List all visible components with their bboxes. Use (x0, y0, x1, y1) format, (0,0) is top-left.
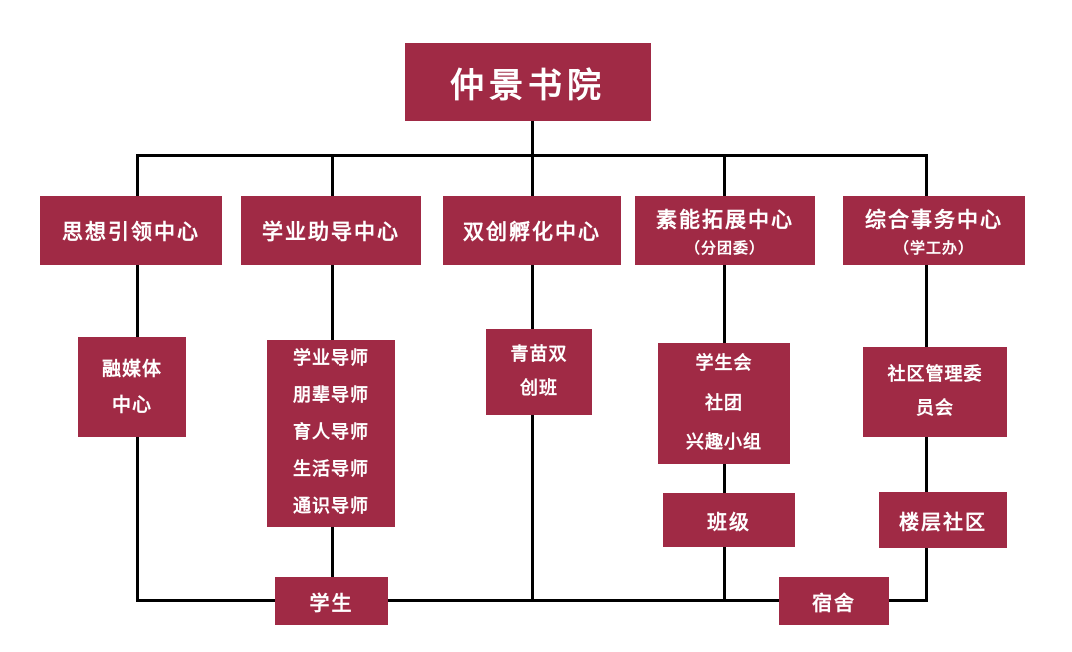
node-dormitory-label: 宿舍 (812, 590, 856, 615)
connector-unit2-student (331, 526, 334, 578)
node-student-union-line1: 学生会 (695, 353, 753, 375)
connector-floor-bottom (925, 547, 928, 601)
node-seed-class: 青苗双 创班 (486, 329, 592, 415)
connector-center2-unit2 (331, 264, 334, 341)
node-class: 班级 (663, 493, 795, 547)
connector-center4-unit4 (723, 264, 726, 344)
connector-unit4-class (723, 463, 726, 494)
node-tutors-line2: 朋辈导师 (293, 385, 369, 407)
connector-rail-center1 (136, 154, 139, 197)
connector-unit5-floor (925, 436, 928, 493)
connector-unit3-bottom (531, 414, 534, 601)
node-seed-class-line2: 创班 (520, 378, 558, 399)
node-tutors-line1: 学业导师 (293, 348, 369, 370)
node-community-committee: 社区管理委 员会 (863, 347, 1007, 437)
node-media-center-line2: 中心 (111, 394, 152, 416)
node-student: 学生 (275, 577, 388, 625)
node-tutors-line3: 育人导师 (293, 422, 369, 444)
connector-rail-center5 (925, 154, 928, 197)
node-center-quality-sublabel: （分团委） (684, 238, 765, 257)
connector-root-down (531, 121, 534, 157)
node-media-center: 融媒体 中心 (78, 337, 186, 437)
node-center-quality-label: 素能拓展中心 (656, 206, 794, 232)
node-center-quality: 素能拓展中心 （分团委） (635, 196, 815, 265)
node-center-affairs: 综合事务中心 （学工办） (843, 196, 1025, 265)
connector-bottom-rail (136, 599, 928, 602)
node-center-innovation-label: 双创孵化中心 (463, 218, 601, 244)
node-floor-community-label: 楼层社区 (899, 509, 987, 534)
node-dormitory: 宿舍 (779, 577, 889, 625)
node-tutors-line4: 生活导师 (293, 458, 369, 480)
connector-rail-center2 (331, 154, 334, 197)
node-community-committee-line2: 员会 (916, 398, 954, 419)
connector-center1-unit1 (136, 264, 139, 338)
node-student-union: 学生会 社团 兴趣小组 (658, 343, 790, 464)
node-student-label: 学生 (309, 590, 354, 615)
node-seed-class-line1: 青苗双 (510, 343, 568, 365)
node-root: 仲景书院 (405, 43, 651, 121)
node-tutors: 学业导师 朋辈导师 育人导师 生活导师 通识导师 (267, 340, 395, 527)
node-root-label: 仲景书院 (450, 65, 606, 106)
node-class-label: 班级 (707, 509, 751, 534)
connector-center5-unit5 (925, 264, 928, 348)
connector-class-bottom (723, 546, 726, 601)
node-center-innovation: 双创孵化中心 (443, 196, 621, 265)
node-center-ideology-label: 思想引领中心 (62, 218, 200, 244)
node-student-union-line2: 社团 (705, 392, 743, 414)
connector-rail-center4 (723, 154, 726, 197)
node-community-committee-line1: 社区管理委 (887, 363, 983, 385)
node-center-ideology: 思想引领中心 (40, 196, 222, 265)
node-center-affairs-label: 综合事务中心 (865, 206, 1003, 232)
connector-unit1-bottom (136, 436, 139, 601)
node-tutors-line5: 通识导师 (293, 495, 369, 517)
node-center-academic-label: 学业助导中心 (262, 218, 400, 244)
node-student-union-line3: 兴趣小组 (686, 432, 762, 454)
node-center-affairs-sublabel: （学工办） (893, 238, 974, 257)
node-center-academic: 学业助导中心 (241, 196, 421, 265)
connector-center3-unit3 (531, 264, 534, 330)
connector-rail-center3 (531, 154, 534, 197)
node-media-center-line1: 融媒体 (101, 357, 162, 380)
node-floor-community: 楼层社区 (879, 492, 1007, 548)
